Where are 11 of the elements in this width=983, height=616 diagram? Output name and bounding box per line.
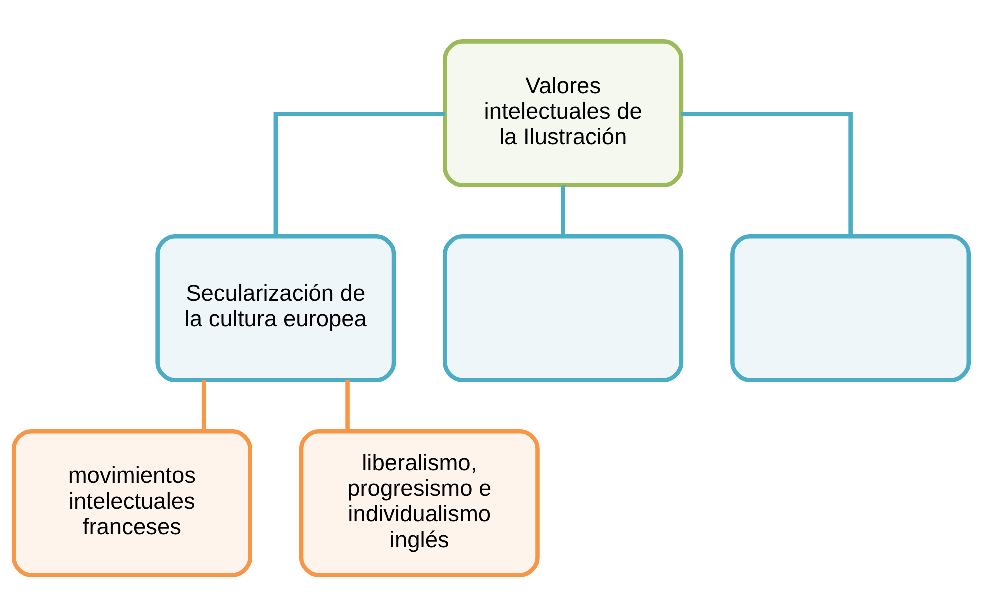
node-box xyxy=(730,234,972,382)
connector xyxy=(274,112,446,236)
connector xyxy=(682,112,853,236)
node-box xyxy=(443,234,684,382)
connector xyxy=(202,380,206,431)
connector xyxy=(561,185,566,236)
node-box: movimientos intelectuales franceses xyxy=(12,428,252,577)
node-box: Secularización de la cultura europea xyxy=(156,234,396,382)
node-box: liberalismo, progresismo e individualismo inglés xyxy=(299,428,540,577)
connector xyxy=(346,380,350,431)
node-box: Valores intelectuales de la Ilustración xyxy=(443,39,684,188)
